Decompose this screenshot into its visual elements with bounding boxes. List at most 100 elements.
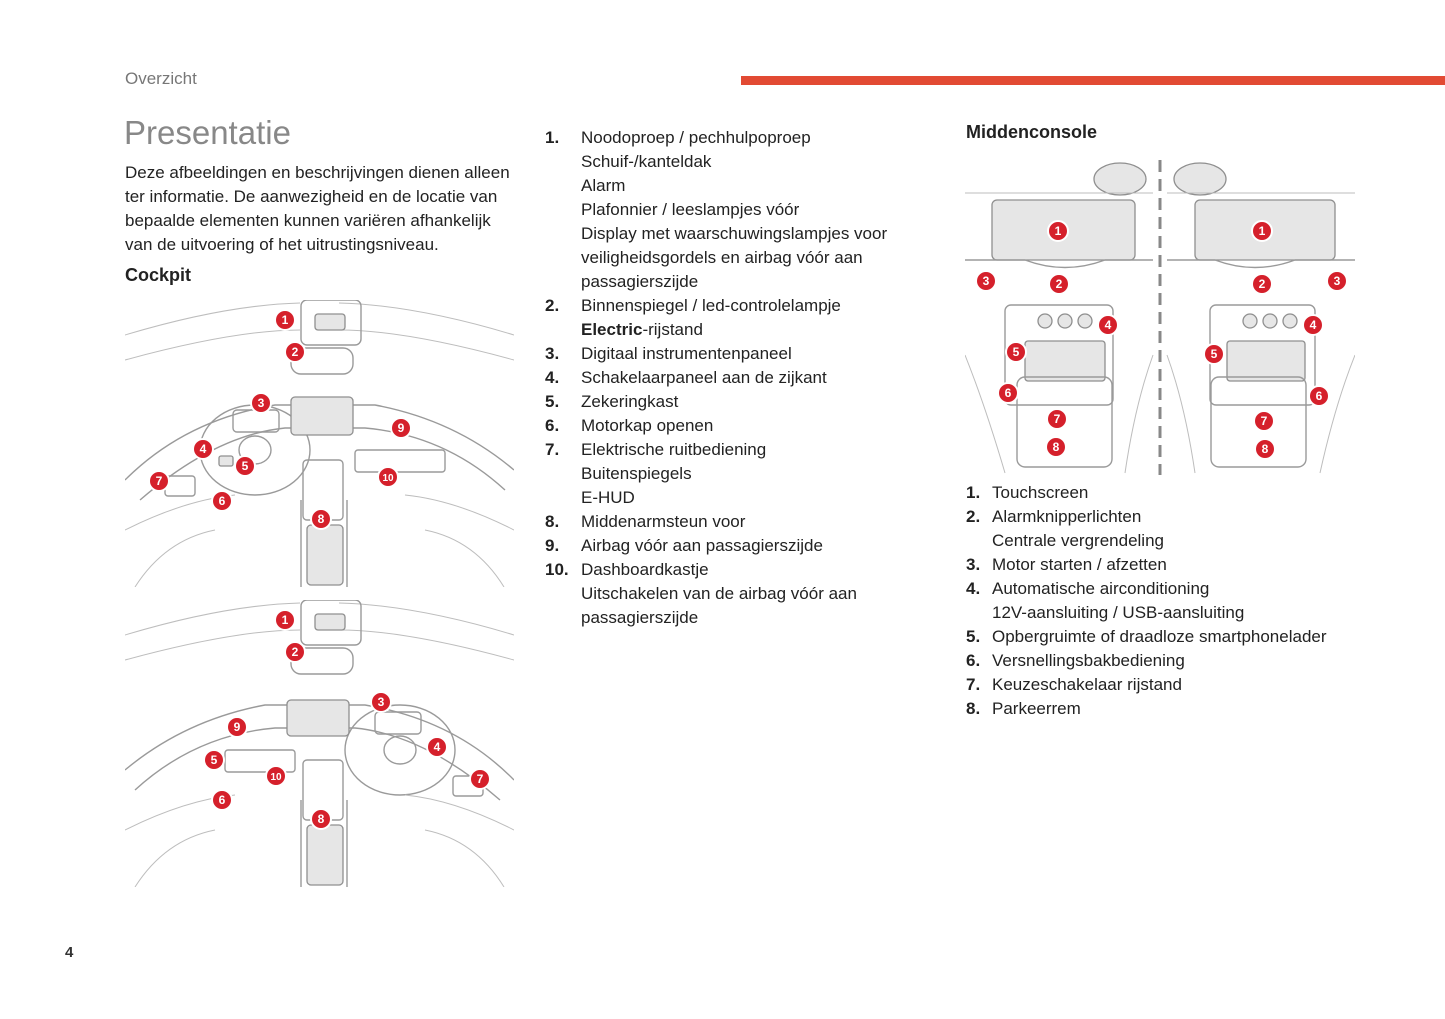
marker-6: 6 bbox=[997, 382, 1019, 404]
marker-3: 3 bbox=[1326, 270, 1348, 292]
svg-text:8: 8 bbox=[1262, 442, 1269, 456]
legend-number: 5. bbox=[966, 627, 981, 646]
svg-text:6: 6 bbox=[1316, 389, 1323, 403]
svg-text:3: 3 bbox=[983, 274, 990, 288]
svg-text:7: 7 bbox=[1054, 412, 1061, 426]
marker-6: 6 bbox=[211, 789, 233, 811]
legend-text: Elektrische ruitbediening bbox=[581, 440, 767, 459]
svg-text:8: 8 bbox=[1053, 440, 1060, 454]
cockpit-lhd-sketch bbox=[125, 300, 514, 587]
legend-bold-text: Electric bbox=[581, 320, 643, 339]
svg-text:6: 6 bbox=[219, 494, 226, 508]
svg-text:10: 10 bbox=[382, 473, 394, 484]
page-title: Presentatie bbox=[124, 114, 291, 151]
legend-text: Touchscreen bbox=[992, 483, 1089, 502]
legend-item: 4.Schakelaarpaneel aan de zijkant bbox=[545, 366, 915, 390]
svg-text:8: 8 bbox=[318, 512, 325, 526]
legend-text: passagierszijde bbox=[581, 608, 699, 627]
legend-item: 9. Airbag vóór aan passagierszijde bbox=[545, 534, 915, 558]
marker-10: 10 bbox=[377, 466, 399, 488]
legend-text: Noodoproep / pechhulpoproep bbox=[581, 128, 811, 147]
marker-8: 8 bbox=[310, 508, 332, 530]
svg-text:9: 9 bbox=[234, 720, 241, 734]
legend-number: 2. bbox=[966, 507, 981, 526]
marker-4: 4 bbox=[192, 438, 214, 460]
legend-item: 8.Middenarmsteun voor bbox=[545, 510, 915, 534]
marker-5: 5 bbox=[1005, 341, 1027, 363]
marker-7: 7 bbox=[1046, 408, 1068, 430]
svg-text:5: 5 bbox=[1211, 347, 1218, 361]
svg-text:2: 2 bbox=[292, 345, 299, 359]
legend-text: Digitaal instrumentenpaneel bbox=[581, 344, 792, 363]
marker-5: 5 bbox=[203, 749, 225, 771]
marker-3: 3 bbox=[250, 392, 272, 414]
svg-text:7: 7 bbox=[156, 474, 163, 488]
svg-text:7: 7 bbox=[477, 772, 484, 786]
legend-item: 6. Versnellingsbakbediening bbox=[966, 649, 1386, 673]
cockpit-rhd-sketch bbox=[125, 600, 514, 887]
svg-text:5: 5 bbox=[1013, 345, 1020, 359]
svg-text:2: 2 bbox=[1259, 277, 1266, 291]
svg-text:7: 7 bbox=[1261, 414, 1268, 428]
legend-number: 3. bbox=[966, 555, 981, 574]
legend-item: 5.Zekeringkast bbox=[545, 390, 915, 414]
legend-item: 3.Motor starten / afzetten bbox=[966, 553, 1386, 577]
legend-number: 7. bbox=[545, 440, 560, 459]
marker-1: 1 bbox=[1047, 220, 1069, 242]
svg-text:3: 3 bbox=[258, 396, 265, 410]
legend-text: 12V-aansluiting / USB-aansluiting bbox=[992, 603, 1245, 622]
svg-text:5: 5 bbox=[242, 459, 249, 473]
marker-6: 6 bbox=[211, 490, 233, 512]
marker-8: 8 bbox=[310, 808, 332, 830]
legend-text: Centrale vergrendeling bbox=[992, 531, 1164, 550]
legend-number: 8. bbox=[966, 699, 981, 718]
legend-text: Airbag vóór aan passagierszijde bbox=[581, 536, 823, 555]
marker-8: 8 bbox=[1254, 438, 1276, 460]
intro-paragraph: Deze afbeeldingen en beschrijvingen dien… bbox=[125, 163, 510, 254]
legend-number: 2. bbox=[545, 296, 560, 315]
legend-number: 6. bbox=[966, 651, 981, 670]
legend-text: Alarm bbox=[581, 176, 626, 195]
svg-text:1: 1 bbox=[282, 613, 289, 627]
legend-text: Versnellingsbakbediening bbox=[992, 651, 1185, 670]
legend-text: Middenarmsteun voor bbox=[581, 512, 746, 531]
legend-text: Automatische airconditioning bbox=[992, 579, 1210, 598]
marker-9: 9 bbox=[390, 417, 412, 439]
accent-bar bbox=[741, 76, 1445, 85]
marker-5: 5 bbox=[1203, 343, 1225, 365]
legend-item: 5.Opbergruimte of draadloze smartphonela… bbox=[966, 625, 1386, 649]
svg-text:1: 1 bbox=[282, 313, 289, 327]
legend-number: 9. bbox=[545, 536, 560, 555]
svg-text:4: 4 bbox=[200, 442, 207, 456]
marker-1: 1 bbox=[274, 609, 296, 631]
svg-text:8: 8 bbox=[318, 812, 325, 826]
legend-number: 3. bbox=[545, 344, 560, 363]
marker-1: 1 bbox=[274, 309, 296, 331]
legend-text: Buitenspiegels bbox=[581, 464, 692, 483]
legend-number: 1. bbox=[545, 128, 560, 147]
legend-text: Schakelaarpaneel aan de zijkant bbox=[581, 368, 827, 387]
legend-text: Plafonnier / leeslampjes vóór bbox=[581, 200, 800, 219]
marker-5: 5 bbox=[234, 455, 256, 477]
legend-text: Uitschakelen van de airbag vóór aan bbox=[581, 584, 857, 603]
legend-text: Zekeringkast bbox=[581, 392, 679, 411]
legend-item: 3. Digitaal instrumentenpaneel bbox=[545, 342, 915, 366]
marker-7: 7 bbox=[469, 768, 491, 790]
marker-7: 7 bbox=[1253, 410, 1275, 432]
marker-4: 4 bbox=[1097, 314, 1119, 336]
legend-text: Schuif-/kanteldak bbox=[581, 152, 712, 171]
legend-item: 6.Motorkap openen bbox=[545, 414, 915, 438]
marker-3: 3 bbox=[975, 270, 997, 292]
marker-1: 1 bbox=[1251, 220, 1273, 242]
console-heading: Middenconsole bbox=[966, 122, 1098, 142]
svg-text:5: 5 bbox=[211, 753, 218, 767]
marker-8: 8 bbox=[1045, 436, 1067, 458]
marker-2: 2 bbox=[284, 341, 306, 363]
